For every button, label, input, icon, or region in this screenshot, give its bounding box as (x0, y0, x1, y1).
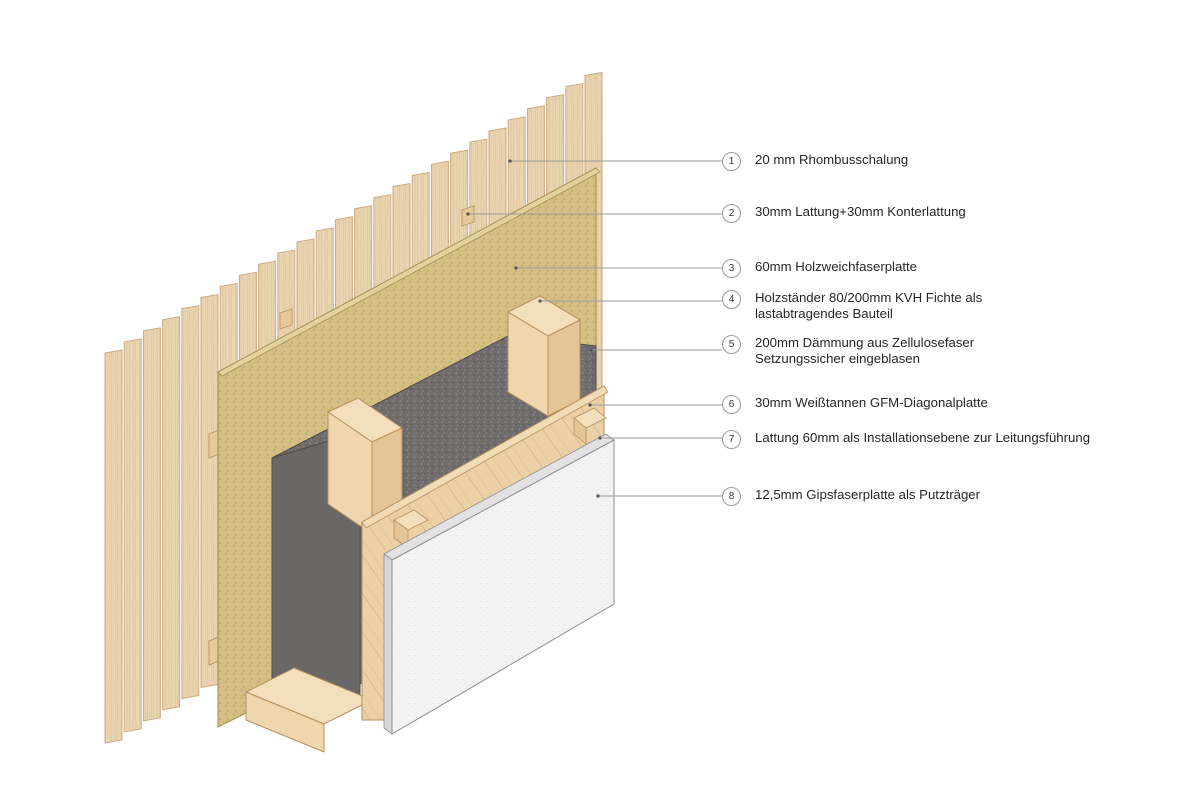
cladding-board (142, 327, 161, 722)
legend-item: 8 12,5mm Gipsfaserplatte als Putzträger (722, 487, 1175, 506)
legend-number: 3 (722, 259, 741, 278)
legend-number: 5 (722, 335, 741, 354)
cladding-board (123, 338, 142, 733)
legend-line: 12,5mm Gipsfaserplatte als Putzträger (755, 487, 981, 502)
legend-line: Setzungssicher eingeblasen (755, 351, 920, 366)
leader-dot (589, 348, 593, 352)
leader-dot (466, 212, 470, 216)
legend-item: 6 30mm Weißtannen GFM-Diagonalplatte (722, 395, 1175, 414)
legend-line: 20 mm Rhombusschalung (755, 152, 909, 167)
legend-number: 6 (722, 395, 741, 414)
leader-dot (514, 266, 518, 270)
legend-text: 30mm Weißtannen GFM-Diagonalplatte (755, 395, 1175, 411)
legend-number: 4 (722, 290, 741, 309)
legend-line: Lattung 60mm als Installationsebene zur … (755, 430, 1091, 445)
legend-line: lastabtragendes Bauteil (755, 306, 893, 321)
leader-dot (538, 299, 542, 303)
legend-line: 60mm Holzweichfaserplatte (755, 259, 917, 274)
legend-number: 2 (722, 204, 741, 223)
legend-number: 7 (722, 430, 741, 449)
legend-line: 200mm Dämmung aus Zellulosefaser (755, 335, 975, 350)
legend-line: 30mm Lattung+30mm Konterlattung (755, 204, 966, 219)
legend-number: 8 (722, 487, 741, 506)
leader-dot (588, 403, 592, 407)
cladding-board (162, 316, 181, 711)
legend-number: 1 (722, 152, 741, 171)
cladding-board (200, 293, 219, 689)
gypsum-fiber-board (383, 433, 615, 735)
leader-dot (596, 494, 600, 498)
cladding-board (181, 305, 200, 700)
legend-item: 3 60mm Holzweichfaserplatte (722, 259, 1175, 278)
cladding-board (104, 349, 123, 744)
legend-item: 2 30mm Lattung+30mm Konterlattung (722, 204, 1175, 223)
leader-dot (508, 159, 512, 163)
legend-text: Lattung 60mm als Installationsebene zur … (755, 430, 1175, 446)
legend-text: 30mm Lattung+30mm Konterlattung (755, 204, 1175, 220)
installation-battens (393, 407, 607, 549)
leader-lines (466, 159, 722, 498)
leader-dot (598, 436, 602, 440)
legend-text: 60mm Holzweichfaserplatte (755, 259, 1175, 275)
legend-item: 1 20 mm Rhombusschalung (722, 152, 1175, 171)
legend-item: 7 Lattung 60mm als Installationsebene zur… (722, 430, 1175, 449)
legend-line: 30mm Weißtannen GFM-Diagonalplatte (755, 395, 988, 410)
legend-text: 20 mm Rhombusschalung (755, 152, 1175, 168)
legend-text: 12,5mm Gipsfaserplatte als Putzträger (755, 487, 1175, 503)
legend-line: Holzständer 80/200mm KVH Fichte als (755, 290, 983, 305)
